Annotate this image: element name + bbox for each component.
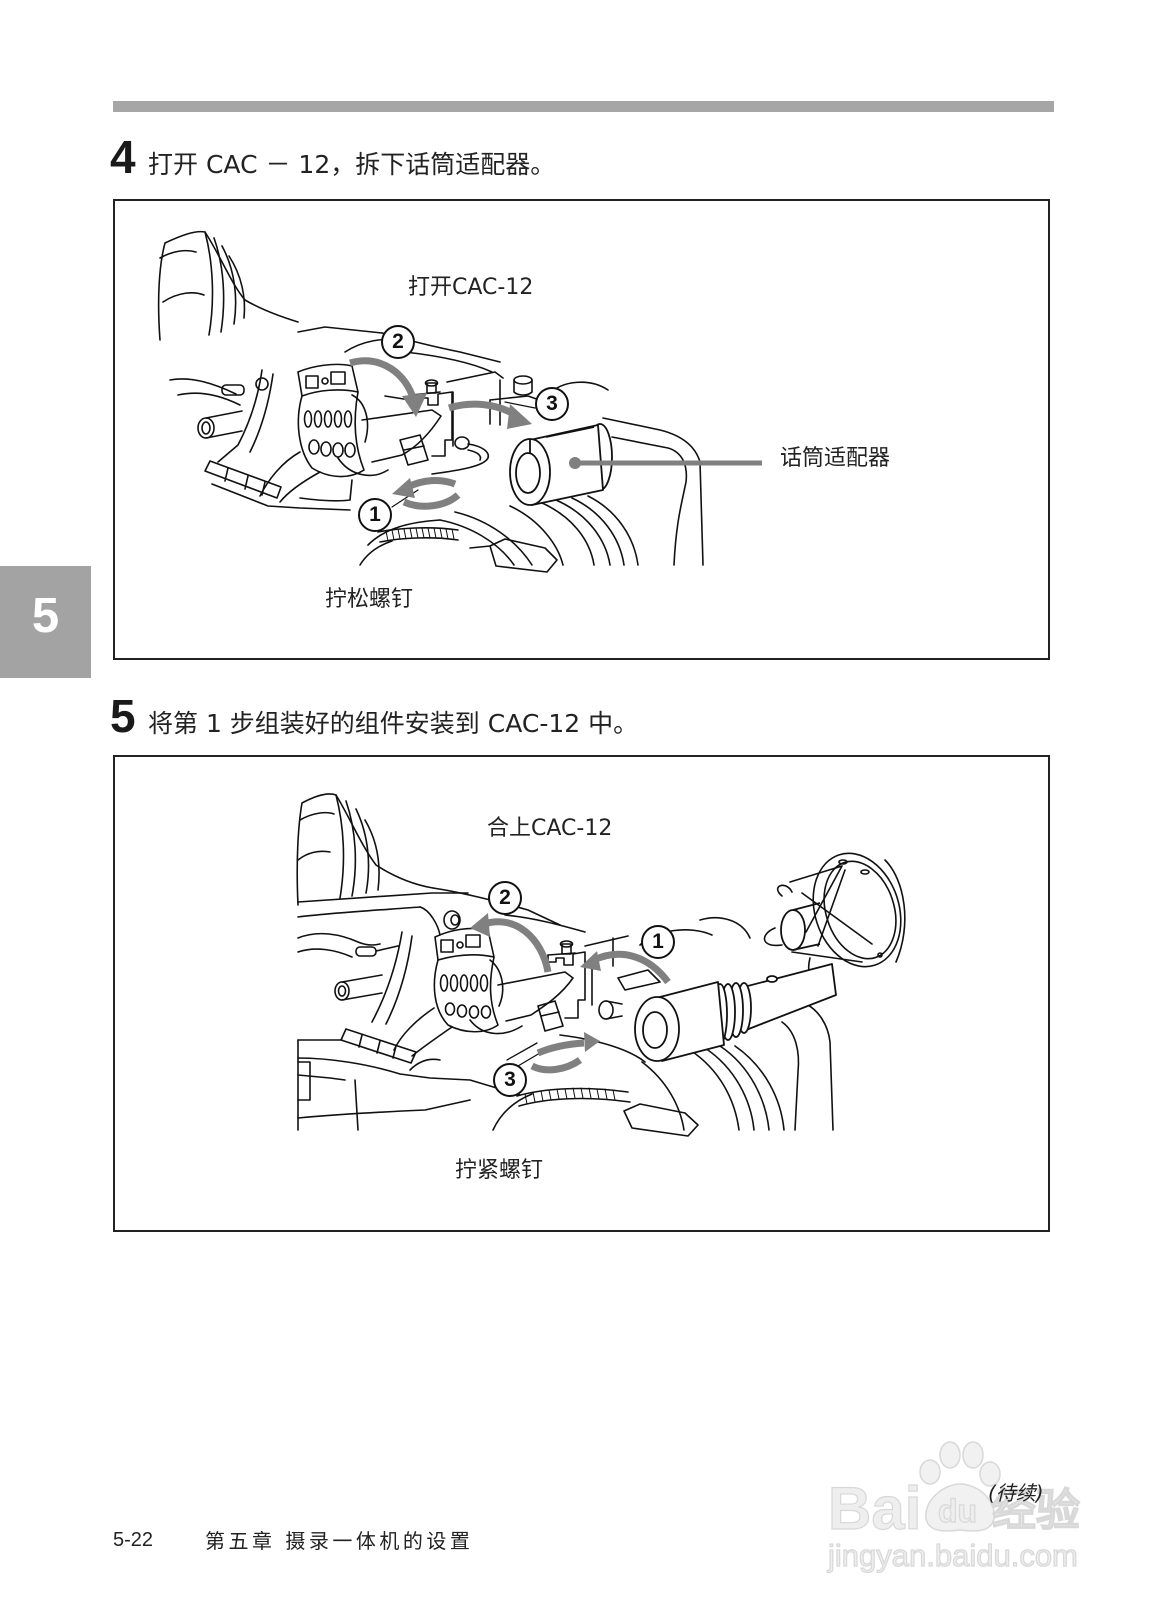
arrow-tighten-screw [530,1039,585,1074]
mic-holder-cac12 [297,363,389,478]
cable [431,436,490,475]
callout-3: 3 [493,1063,527,1097]
camera-body-top [169,326,501,406]
step-instruction: 将第 1 步组装好的组件安装到 CAC-12 中。 [148,709,639,738]
callout-2: 2 [488,881,522,915]
watermark-suffix: 经验 [991,1485,1080,1536]
step-5-heading: 5 将第 1 步组装好的组件安装到 CAC-12 中。 [110,693,638,739]
step-number: 5 [110,690,136,742]
watermark-paw-text: du [937,1493,978,1529]
callout-1: 1 [358,498,392,532]
arrow-close-clamp [592,950,671,985]
label-open-cac12: 打开CAC-12 [408,275,534,300]
continued-note: (待续) [988,1481,1044,1505]
microphone-with-adapter [634,902,837,1062]
arrow-open-clamp [447,400,516,418]
mic-holder-cac12 [433,910,523,1035]
step-instruction: 打开 CAC － 12，拆下话筒适配器。 [148,150,556,179]
side-pin [334,974,383,1001]
arrowhead-loosen-screw [392,478,415,498]
holder-arm [371,931,453,1057]
arrow-close-holder [482,918,552,973]
watermark-url: jingyan.baidu.com [827,1538,1078,1573]
lens-rings [359,495,639,573]
figure-frame-step-4: 打开CAC-12 话筒适配器 拧松螺钉 2 3 1 [113,199,1050,660]
watermark-brand: Bai [827,1475,922,1542]
side-pin [197,410,243,439]
mic-adapter [509,423,613,506]
label-tighten-screw: 拧紧螺钉 [455,1158,544,1183]
arrowhead-close-holder [470,913,490,937]
label-close-cac12: 合上CAC-12 [487,816,613,841]
clamp-lever [497,971,574,1032]
camera-illustration-install-mic [296,793,906,1137]
chapter-thumb-tab: 5 [0,566,91,678]
arrowhead-open-clamp [507,404,532,429]
callout-3: 3 [535,387,569,421]
camera-illustration-remove-adapter [157,230,762,573]
arrowhead-close-clamp [580,951,601,971]
adapter-leader-line [569,457,762,469]
baidu-jingyan-watermark: Bai du 经验 jingyan.baidu.com [826,1440,1101,1575]
label-mic-adapter: 话筒适配器 [780,446,891,471]
camera-body-top [297,887,586,958]
arrowhead-open-holder [402,393,427,417]
lens-rings [492,1045,785,1137]
direction-arrows [470,913,671,1074]
viewfinder-eyecup [296,793,434,906]
callout-2: 2 [381,325,415,359]
shoe-plate [340,1028,417,1064]
shoe-plate [204,460,351,511]
label-loosen-screw: 拧松螺钉 [325,587,414,612]
page-number: 5-22 [113,1529,154,1551]
step-number: 4 [110,131,136,183]
arrow-open-holder [349,357,417,400]
viewfinder-eyecup [157,230,299,341]
arrowhead-tighten-screw [584,1032,600,1052]
paw-logo-icon [919,1441,1001,1532]
direction-arrows [349,357,532,510]
chapter-title: 第五章 摄录一体机的设置 [205,1529,474,1553]
clamp-lever [361,409,442,466]
camera-body-lower-left [297,1039,521,1131]
step-4-heading: 4 打开 CAC － 12，拆下话筒适配器。 [110,134,555,180]
header-rule [113,101,1054,112]
clamp-bracket [384,379,453,457]
clamp-bracket [547,940,586,1019]
callout-1: 1 [641,925,675,959]
figure-frame-step-5: 合上CAC-12 拧紧螺钉 2 1 3 [113,755,1050,1232]
